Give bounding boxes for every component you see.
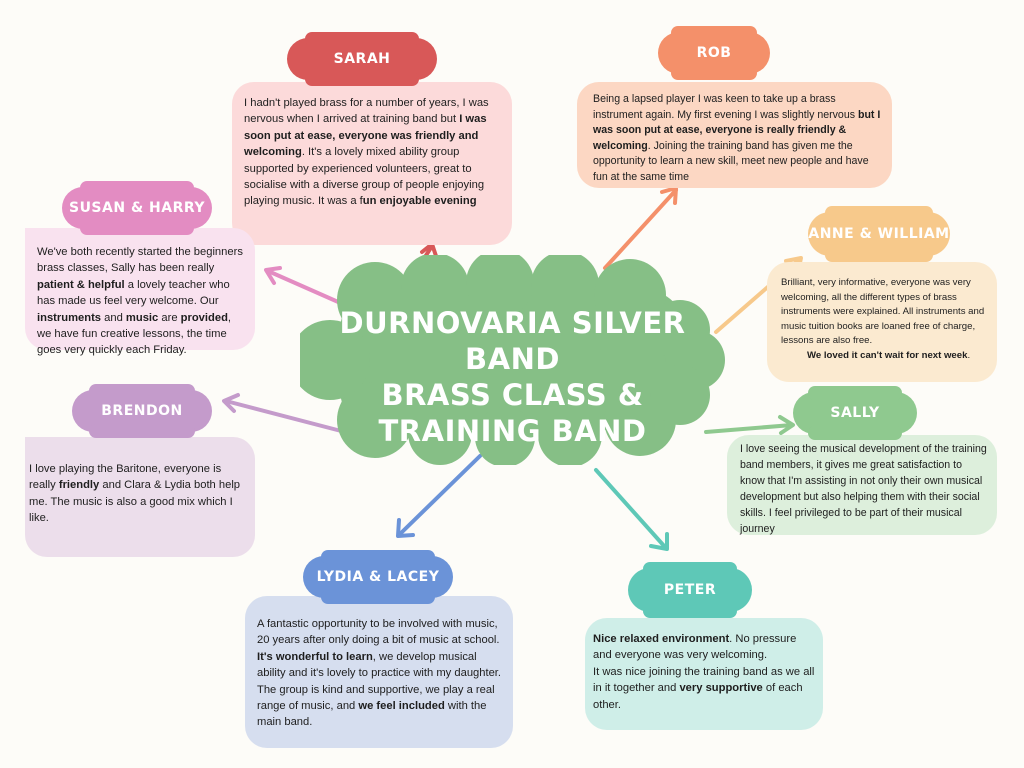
- testimonial-text: of each other.: [593, 682, 803, 711]
- testimonial-text: are: [158, 311, 181, 324]
- testimonial-text-bold: very supportive: [679, 682, 763, 695]
- name-label: SARAH: [333, 51, 391, 67]
- testimonial-text-bold: un enjoyable evening: [362, 195, 477, 208]
- testimonial-box-anne-william: Brilliant, very informative, everyone wa…: [767, 262, 997, 382]
- testimonial-text: I hadn't played brass for a number of ye…: [244, 97, 489, 126]
- name-label: PETER: [663, 582, 717, 598]
- testimonial-text-bold: but I was soon put at ease, everyone is …: [593, 108, 881, 152]
- testimonial-text-bold: music: [125, 311, 159, 324]
- name-label: ANNE & WILLIAM: [808, 226, 950, 242]
- name-tag-lydia-lacey: LYDIA & LACEY: [303, 550, 453, 604]
- name-tag-rob: ROB: [658, 26, 770, 80]
- name-tag-brendon: BRENDON: [72, 384, 212, 438]
- testimonial-box-sally: I love seeing the musical development of…: [727, 435, 997, 535]
- testimonial-text-bold: Nice relaxed environment: [593, 633, 730, 645]
- testimonial-box-peter: Nice relaxed environment. No pressure an…: [585, 618, 823, 730]
- testimonial-text-bold: instruments: [37, 311, 102, 324]
- central-title-cloud: DURNOVARIA SILVER BAND BRASS CLASS & TRA…: [300, 255, 725, 465]
- arrow-peter: [594, 468, 669, 551]
- testimonial-text: We've both recently started the beginner…: [37, 246, 243, 275]
- testimonial-text: A fantastic opportunity to be involved w…: [257, 618, 500, 647]
- name-label: ROB: [696, 45, 732, 61]
- testimonial-text: and Clara & Lydia both help me. The musi…: [29, 479, 241, 525]
- name-label: SALLY: [830, 405, 880, 421]
- testimonial-text: . No pressure and everyone was very welc…: [593, 633, 815, 695]
- testimonial-box-rob: Being a lapsed player I was keen to take…: [577, 82, 892, 188]
- name-label: BRENDON: [101, 403, 183, 419]
- arrow-lydia-lacey: [396, 454, 482, 538]
- testimonial-text: Brilliant, very informative, everyone wa…: [781, 277, 985, 347]
- testimonial-text-bold: patient & helpful: [37, 278, 125, 291]
- name-tag-sally: SALLY: [793, 386, 917, 440]
- testimonial-closing: We loved it can't wait for next week.: [807, 349, 971, 361]
- testimonial-text-bold: It's wonderful to learn: [257, 650, 373, 663]
- title-line-3: TRAINING BAND: [378, 414, 647, 448]
- name-tag-anne-william: ANNE & WILLIAM: [808, 206, 950, 262]
- testimonial-text: a lovely teacher who has made us feel ve…: [37, 278, 230, 308]
- testimonial-box-sarah: I hadn't played brass for a number of ye…: [232, 82, 512, 245]
- testimonial-text: , we have fun creative lessons, the time…: [37, 311, 232, 357]
- testimonial-text: . Joining the training band has given me…: [593, 139, 869, 183]
- testimonial-text-bold: provided: [180, 311, 228, 324]
- name-tag-sarah: SARAH: [287, 32, 437, 86]
- name-tag-peter: PETER: [628, 562, 752, 618]
- cloud-shape: [300, 255, 725, 465]
- testimonial-text: . It's a lovely mixed ability group supp…: [244, 146, 485, 208]
- testimonial-text-bold: I was soon put at ease, everyone was fri…: [244, 113, 487, 159]
- page-title: DURNOVARIA SILVER BAND BRASS CLASS & TRA…: [300, 305, 725, 449]
- testimonial-text: I love seeing the musical development of…: [740, 443, 987, 535]
- testimonial-text: with the main band.: [257, 700, 487, 729]
- title-line-2: BRASS CLASS &: [381, 378, 644, 412]
- testimonial-text: I love playing the Baritone, everyone is…: [29, 463, 222, 492]
- title-line-1: DURNOVARIA SILVER BAND: [339, 306, 686, 376]
- name-label: SUSAN & HARRY: [68, 200, 206, 216]
- testimonial-box-lydia-lacey: A fantastic opportunity to be involved w…: [245, 596, 513, 748]
- closing-text: We loved it can't wait for next week: [807, 349, 968, 361]
- testimonial-text: Being a lapsed player I was keen to take…: [593, 93, 858, 121]
- name-label: LYDIA & LACEY: [316, 569, 440, 585]
- testimonial-text-bold: friendly: [58, 479, 100, 492]
- testimonial-box-susan-harry: We've both recently started the beginner…: [25, 228, 255, 356]
- testimonial-text-bold: we feel included: [358, 700, 445, 713]
- testimonial-text: and: [101, 311, 126, 324]
- name-tag-susan-harry: SUSAN & HARRY: [62, 181, 212, 235]
- testimonial-text: , we develop musical ability and it's lo…: [257, 650, 502, 713]
- testimonial-box-brendon: I love playing the Baritone, everyone is…: [25, 437, 255, 557]
